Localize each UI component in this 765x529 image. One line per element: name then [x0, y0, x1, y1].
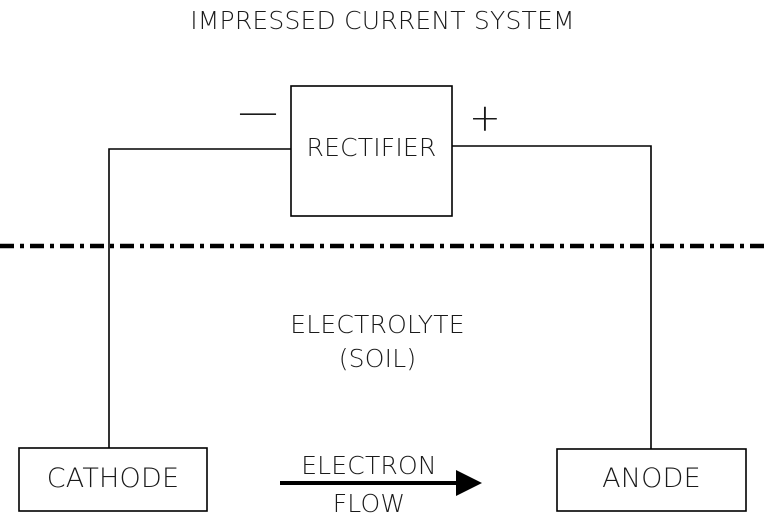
negative-terminal-sign: — — [238, 89, 279, 135]
cathode-label: CATHODE — [46, 463, 180, 494]
diagram-title: IMPRESSED CURRENT SYSTEM — [190, 6, 575, 35]
electrolyte-label: ELECTROLYTE (SOIL) — [250, 308, 505, 376]
electrolyte-label-line1: ELECTROLYTE — [290, 310, 465, 339]
positive-terminal-sign: + — [469, 96, 502, 140]
negative-wire — [108, 148, 291, 448]
rectifier-box — [290, 85, 453, 217]
anode-box — [556, 448, 747, 512]
anode-label: ANODE — [602, 463, 701, 494]
positive-wire — [452, 145, 652, 449]
cathode-box — [18, 447, 208, 512]
electron-flow-label-line2: FLOW — [332, 489, 406, 518]
rectifier-label: RECTIFIER — [306, 133, 437, 162]
electron-flow-label-line1: ELECTRON — [301, 451, 437, 480]
electrolyte-label-line2: (SOIL) — [338, 344, 417, 373]
electron-flow-arrow-head — [456, 470, 482, 496]
